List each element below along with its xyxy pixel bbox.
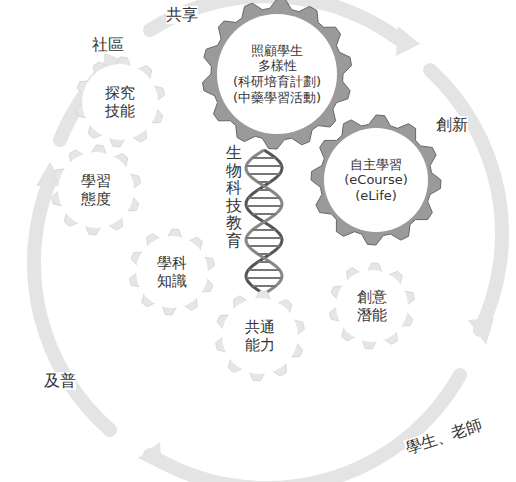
- dna-rung: [258, 181, 270, 183]
- dna-rung: [258, 261, 270, 263]
- dna-rung: [258, 253, 270, 255]
- skill-gear: 探究技能: [74, 56, 166, 148]
- gear-title: 照顧學生多樣性: [251, 43, 303, 74]
- dna-rung: [252, 229, 275, 231]
- gear-title: 學習態度: [81, 172, 111, 208]
- cycle-label: 創新: [436, 116, 468, 134]
- dna-rung: [248, 173, 279, 175]
- cycle-label: 共享: [166, 6, 198, 24]
- diversity-gear: 照顧學生多樣性(科研培育計劃)(中藥學習活動): [201, 0, 353, 150]
- gear-subtitle: (中藥學習活動): [233, 90, 321, 106]
- dna-rung: [252, 285, 275, 287]
- creativity-gear: 創意潛能: [328, 262, 416, 350]
- gear-title: 創意潛能: [357, 288, 387, 324]
- arrow-head: [396, 26, 420, 56]
- dna-rung: [246, 237, 281, 239]
- gear-title: 共通能力: [245, 318, 275, 354]
- cycle-label: 及普: [44, 372, 76, 390]
- knowledge-gear: 學科知識: [128, 228, 216, 316]
- gear-title: 探究技能: [105, 84, 135, 120]
- dna-rung: [248, 245, 279, 247]
- dna-rung: [246, 165, 281, 167]
- gear-subtitle: (eLife): [355, 188, 397, 204]
- attitude-gear: 學習態度: [50, 144, 142, 236]
- gear-subtitle: (科研培育計劃): [233, 74, 321, 90]
- arrow-head: [138, 442, 162, 470]
- dna-rung: [246, 205, 281, 207]
- dna-rung: [248, 269, 279, 271]
- generic-skills-gear: 共通能力: [214, 290, 306, 382]
- gear-title: 學科知識: [157, 254, 187, 290]
- dna-helix: [246, 150, 282, 292]
- dna-rung: [248, 197, 279, 199]
- dna-rung: [252, 157, 275, 159]
- dna-rung: [252, 213, 275, 215]
- self-learning-gear: 自主學習(eCourse)(eLife): [310, 114, 442, 246]
- vertical-title: 生物科技教育: [226, 144, 242, 250]
- cycle-label: 社區: [92, 36, 124, 54]
- dna-rung: [258, 189, 270, 191]
- cycle-arc: [150, 375, 460, 482]
- gear-title: 自主學習: [344, 157, 409, 173]
- cycle-arc: [430, 70, 502, 330]
- arrow-head: [468, 318, 494, 345]
- gear-subtitle: (eCourse): [344, 172, 408, 188]
- dna-rung: [246, 277, 281, 279]
